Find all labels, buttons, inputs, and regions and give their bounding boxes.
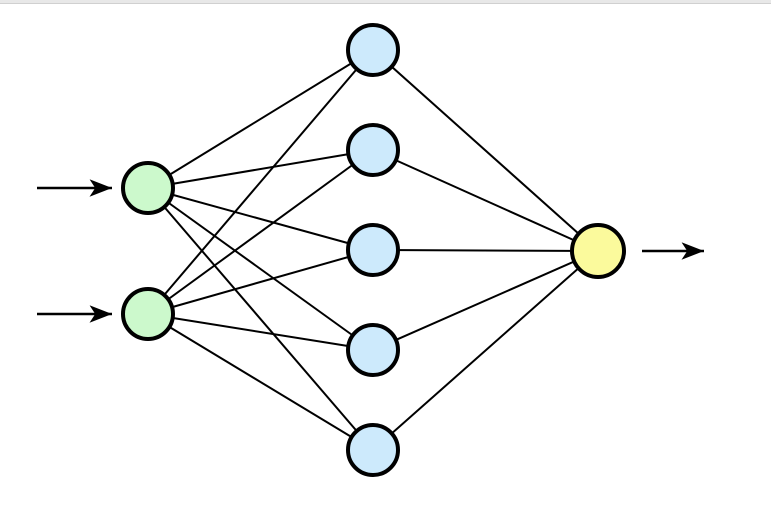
input-node-2 [121, 287, 175, 341]
edge-h1-o1 [372, 49, 599, 252]
hidden-node-5 [346, 423, 400, 477]
hidden-node-2 [346, 123, 400, 177]
edge-h4-o1 [372, 250, 599, 351]
hidden-node-3 [346, 223, 400, 277]
edge-h5-o1 [372, 250, 599, 451]
edge-i1-h2 [147, 149, 374, 189]
hidden-node-1 [346, 23, 400, 77]
top-window-border [0, 0, 771, 4]
edge-i1-h5 [147, 187, 374, 451]
edge-i2-h5 [147, 313, 374, 451]
hidden-node-4 [346, 323, 400, 377]
edge-i1-h3 [147, 187, 374, 251]
edge-h2-o1 [372, 149, 599, 252]
input-node-1 [121, 161, 175, 215]
edge-h3-o1 [372, 249, 599, 252]
edge-i2-h2 [147, 149, 374, 315]
output-node-1 [570, 223, 626, 279]
edge-i1-h1 [147, 49, 374, 189]
edge-i1-h4 [147, 187, 374, 351]
edge-i2-h3 [147, 249, 374, 315]
edge-i2-h1 [147, 49, 374, 315]
edge-i2-h4 [147, 313, 374, 351]
